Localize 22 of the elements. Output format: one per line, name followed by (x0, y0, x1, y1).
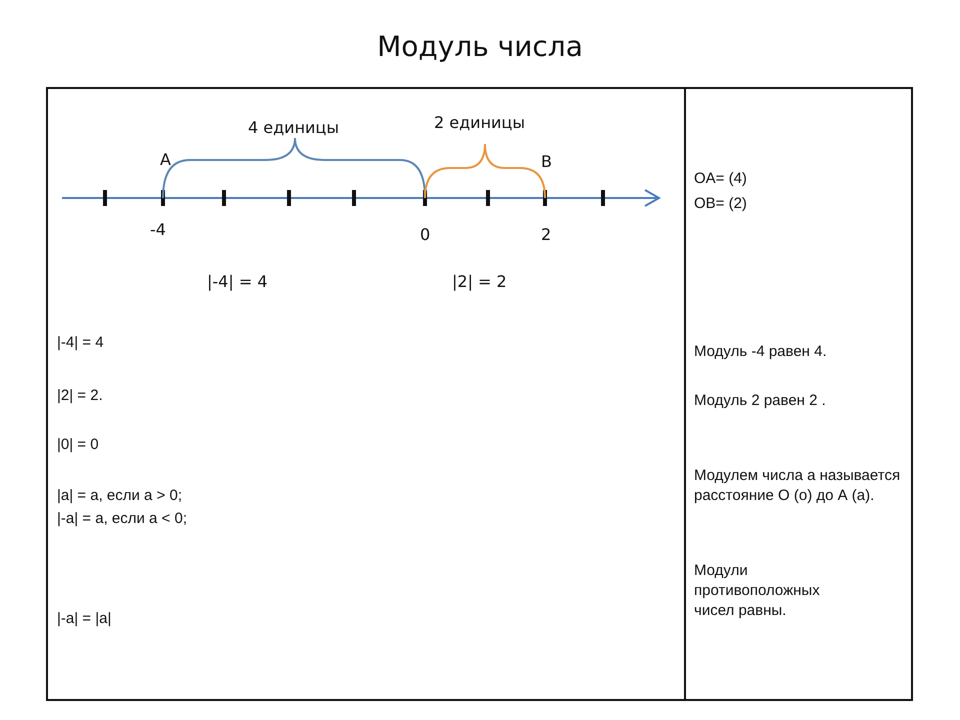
formula: OA= (4) (694, 169, 747, 189)
formula: |2| = 2. (57, 386, 103, 406)
formula: |2| = 2 (452, 272, 507, 292)
formula: |0| = 0 (57, 435, 99, 455)
formula: |-4| = 4 (57, 333, 104, 353)
formula: OB= (2) (694, 194, 747, 214)
formula: |a| = a, если a > 0; (57, 486, 182, 506)
tick-value: 0 (420, 225, 430, 245)
title: Модуль числа (376, 30, 584, 63)
statement: Модуль 2 равен 2 . (694, 391, 826, 411)
tick-value: 2 (541, 225, 552, 245)
brace-label: 4 единицы (248, 118, 339, 138)
formula: |-a| = a, если a < 0; (57, 509, 187, 529)
formula: |-a| = |a| (57, 609, 112, 629)
point-label: A (160, 150, 171, 170)
definition-text: Модулем числа а называется расстояние О (о) до А (а). (694, 466, 902, 506)
statement: Модуль -4 равен 4. (694, 342, 827, 362)
tick-value: -4 (150, 220, 166, 240)
formula: |-4| = 4 (207, 272, 268, 292)
brace-label: 2 единицы (434, 113, 525, 133)
point-label: B (541, 152, 552, 172)
statement: Модули противоположных чисел равны. (694, 561, 821, 621)
